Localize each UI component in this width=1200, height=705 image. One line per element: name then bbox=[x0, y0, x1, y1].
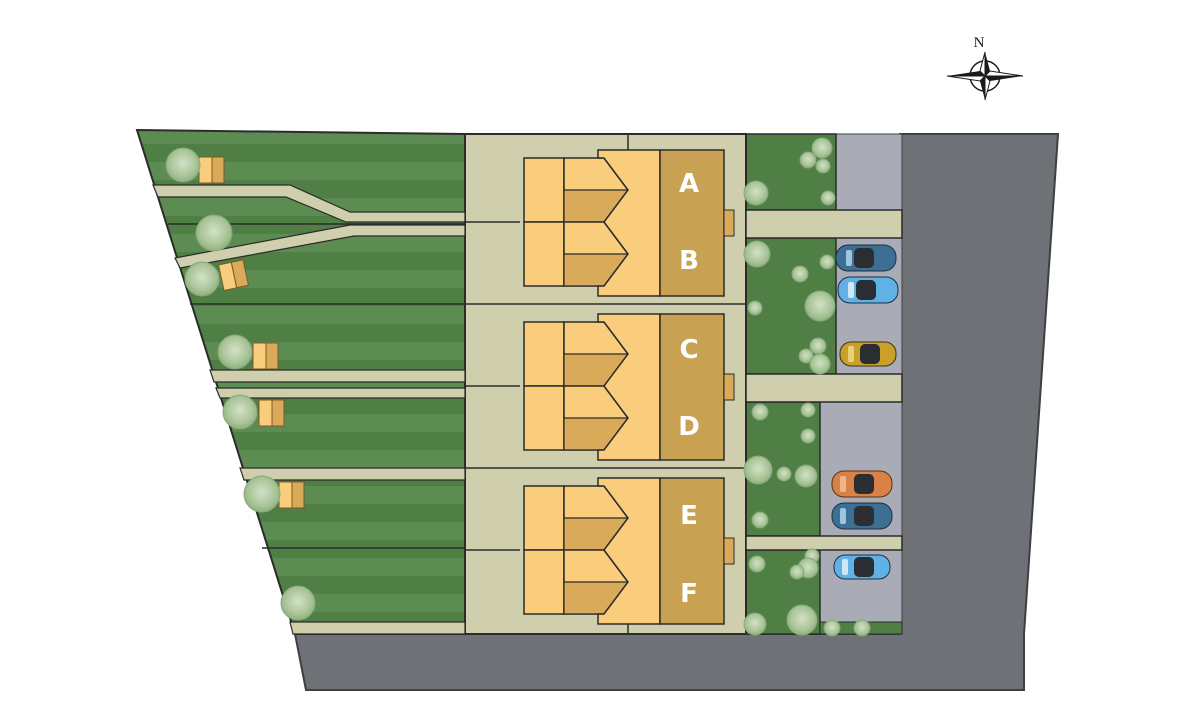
car-3 bbox=[839, 341, 897, 367]
front-path-3 bbox=[745, 535, 903, 551]
garden-sheds bbox=[198, 156, 305, 509]
trees bbox=[165, 137, 871, 637]
car-5 bbox=[831, 502, 893, 530]
compass-rose-icon bbox=[946, 51, 1024, 101]
unit-label-f: F bbox=[680, 579, 698, 609]
unit-label-c: C bbox=[679, 335, 698, 365]
unit-label-a: A bbox=[679, 169, 699, 199]
house-block-ef bbox=[523, 477, 735, 625]
house-block-cd bbox=[523, 313, 735, 461]
front-path-2 bbox=[745, 373, 903, 403]
car-1 bbox=[835, 244, 897, 272]
plot-dividers bbox=[465, 134, 746, 634]
parking-bay-1 bbox=[835, 133, 903, 211]
car-2 bbox=[837, 276, 899, 304]
garden-paths bbox=[152, 184, 466, 635]
car-4 bbox=[831, 470, 893, 498]
unit-label-d: D bbox=[678, 412, 700, 442]
front-path-1 bbox=[745, 209, 903, 239]
house-block-ab bbox=[523, 149, 735, 297]
unit-label-b: B bbox=[679, 246, 699, 276]
unit-label-e: E bbox=[680, 501, 698, 531]
car-6 bbox=[833, 554, 891, 580]
compass-north-label: N bbox=[974, 35, 985, 51]
